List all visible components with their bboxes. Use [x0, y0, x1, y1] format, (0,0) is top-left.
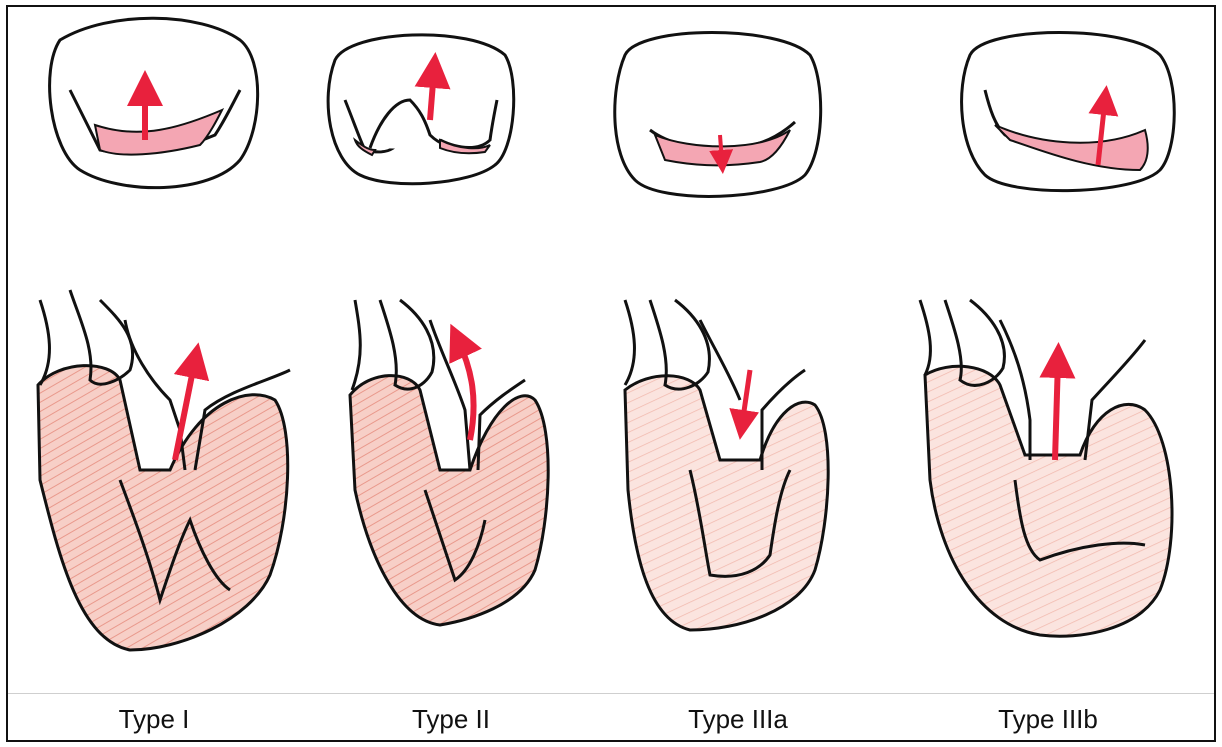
- type-iiib-heart-section: [920, 300, 1172, 636]
- valve-diagram: [0, 0, 1222, 693]
- label-type-iiia: Type IIIa: [628, 704, 848, 735]
- label-type-ii: Type II: [341, 704, 561, 735]
- type-iiia-regurgitation-arrow: [720, 135, 722, 162]
- type-iiib-valve-top: [962, 33, 1175, 191]
- type-iiia-valve-top: [615, 33, 821, 197]
- type-i-valve-top: [50, 18, 258, 187]
- label-type-iiib: Type IIIb: [938, 704, 1158, 735]
- label-type-i: Type I: [44, 704, 264, 735]
- type-iiib-flow-arrow: [1055, 360, 1058, 460]
- type-iiia-heart-section: [625, 300, 828, 630]
- type-i-heart-section: [38, 290, 290, 650]
- caption-divider: [8, 693, 1214, 694]
- type-ii-heart-section: [350, 300, 548, 625]
- type-ii-regurgitation-arrow: [430, 70, 434, 120]
- type-ii-valve-top: [328, 35, 514, 184]
- type-iiia-flow-arrow: [742, 370, 750, 425]
